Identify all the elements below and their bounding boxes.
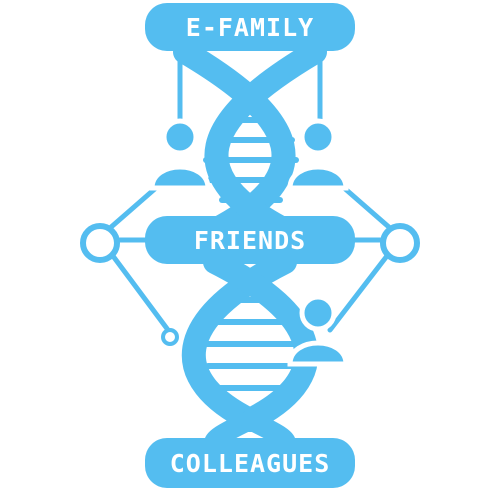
dna-helix-icon — [173, 40, 327, 455]
person-icon — [287, 118, 349, 191]
label-e-family-text: E-FAMILY — [185, 12, 315, 42]
network-node-icon — [80, 223, 420, 346]
label-colleagues: COLLEAGUES — [145, 438, 355, 488]
connector-lines — [107, 42, 393, 333]
label-friends-text: FRIENDS — [193, 225, 307, 255]
label-friends: FRIENDS — [145, 216, 355, 264]
person-icon — [149, 118, 211, 191]
person-icon — [287, 294, 349, 367]
label-e-family: E-FAMILY — [145, 3, 355, 51]
label-colleagues-text: COLLEAGUES — [169, 448, 331, 478]
